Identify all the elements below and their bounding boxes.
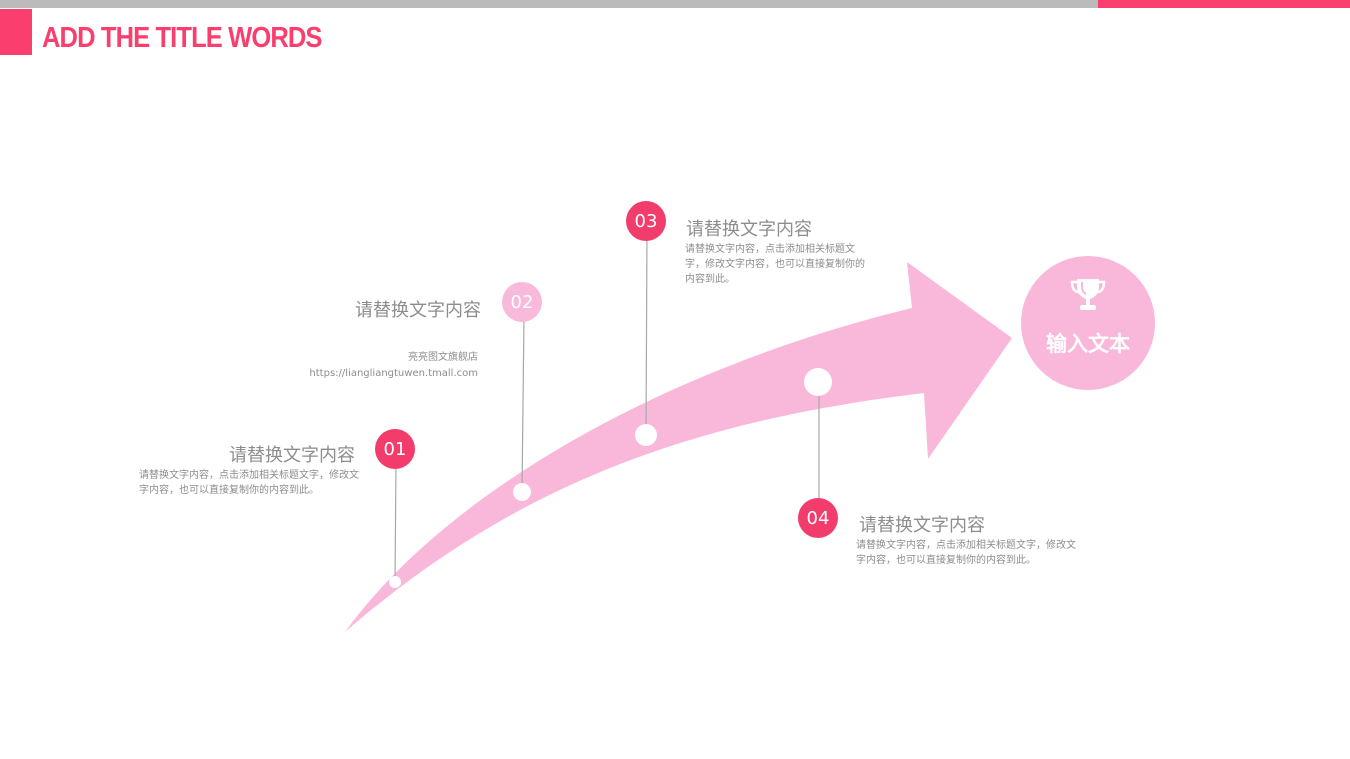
step-body-04: 请替换文字内容，点击添加相关标题文字，修改文字内容，也可以直接复制你的内容到此。 xyxy=(856,540,1076,566)
step-badge-04: 04 xyxy=(798,498,838,538)
connector-03 xyxy=(645,233,648,436)
step-body-03: 请替换文字内容，点击添加相关标题文字，修改文字内容，也可以直接复制你的内容到此。 xyxy=(685,244,865,285)
step-heading-01: 请替换文字内容 xyxy=(229,445,355,466)
store-name: 亮亮图文旗舰店 xyxy=(408,352,478,363)
step-badge-01: 01 xyxy=(375,429,415,469)
top-bar-accent xyxy=(1098,0,1350,8)
step-body-01: 请替换文字内容，点击添加相关标题文字，修改文字内容，也可以直接复制你的内容到此。 xyxy=(139,470,359,496)
connector-02 xyxy=(521,315,525,493)
goal-circle: 输入文本 xyxy=(1021,256,1155,390)
slide-title: ADD THE TITLE WORDS xyxy=(42,22,322,54)
point-02 xyxy=(513,483,531,501)
step-heading-02: 请替换文字内容 xyxy=(355,300,481,321)
step-heading-04: 请替换文字内容 xyxy=(859,515,985,536)
arrow-shape xyxy=(345,262,1012,632)
step-heading-03: 请替换文字内容 xyxy=(686,219,812,240)
top-bar xyxy=(0,0,1098,8)
step-badge-02: 02 xyxy=(502,282,542,322)
trophy-icon xyxy=(1070,279,1106,310)
goal-label: 输入文本 xyxy=(1046,332,1130,356)
step-badge-03: 03 xyxy=(626,201,666,241)
connector-01 xyxy=(394,461,397,583)
point-03 xyxy=(635,424,657,446)
store-url[interactable]: https://liangliangtuwen.tmall.com xyxy=(309,368,478,379)
point-01 xyxy=(389,576,401,588)
point-04 xyxy=(804,368,832,396)
title-marker xyxy=(0,9,32,55)
